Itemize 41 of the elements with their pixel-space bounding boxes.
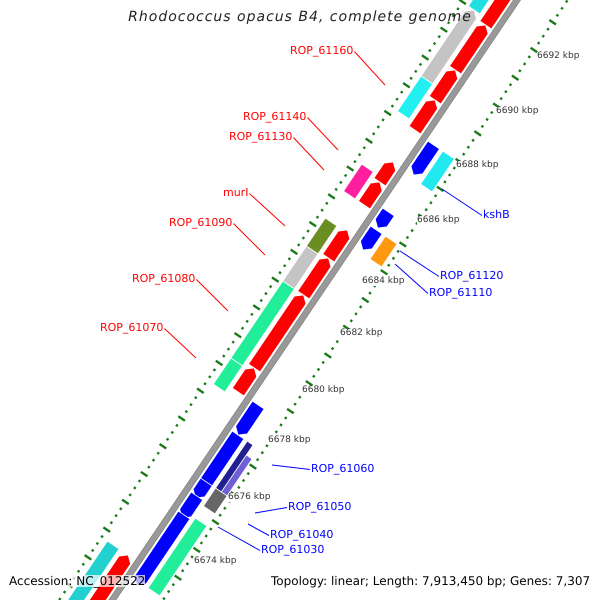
gene-label: ROP_61080 [132, 273, 196, 284]
leader-line [164, 328, 196, 358]
gene-label: ROP_61060 [311, 463, 374, 474]
leader-line [394, 264, 428, 294]
gene-label: ROP_61140 [243, 111, 306, 122]
leader-line [272, 464, 310, 470]
gene-label: ROP_61070 [100, 322, 164, 333]
leader-line [442, 188, 482, 216]
scale-label: 6680 kbp [302, 386, 344, 395]
gene-label: ROP_61110 [429, 287, 492, 298]
gene-label: murI [223, 187, 248, 198]
gene-label: ROP_61090 [169, 217, 232, 228]
leader-line [354, 51, 386, 86]
gene-label: ROP_61120 [440, 270, 504, 281]
scale-label: 6686 kbp [417, 216, 460, 225]
leader-line [306, 117, 338, 150]
gene-label: ROP_61160 [290, 45, 354, 56]
leader-line [232, 223, 266, 256]
accession-text: Accession: NC_012522 [9, 575, 146, 587]
gene-label: ROP_61130 [229, 131, 292, 142]
leader-line [400, 250, 440, 277]
gene-label: ROP_61050 [288, 501, 352, 512]
leader-line [218, 526, 260, 551]
leader-line [248, 193, 286, 226]
genome-info-text: Topology: linear; Length: 7,913,450 bp; Genes: 7,307 [271, 575, 590, 587]
gene-label: kshB [483, 209, 510, 220]
leader-line [196, 279, 228, 312]
scale-label: 6692 kbp [537, 52, 580, 61]
gene-label: ROP_61030 [261, 544, 324, 555]
scale-label: 6676 kbp [228, 493, 270, 502]
leader-line [248, 524, 270, 536]
gene-label: ROP_61040 [270, 529, 334, 540]
scale-label: 6688 kbp [456, 161, 498, 170]
scale-label: 6690 kbp [496, 107, 538, 116]
leader-line [254, 507, 288, 514]
scale-label: 6682 kbp [340, 329, 382, 338]
scale-label: 6678 kbp [268, 436, 310, 445]
scale-label: 6684 kbp [362, 277, 404, 286]
leader-line [292, 137, 324, 170]
scale-label: 6674 kbp [194, 557, 236, 566]
title: Rhodococcus opacus B4, complete genome [128, 10, 472, 24]
